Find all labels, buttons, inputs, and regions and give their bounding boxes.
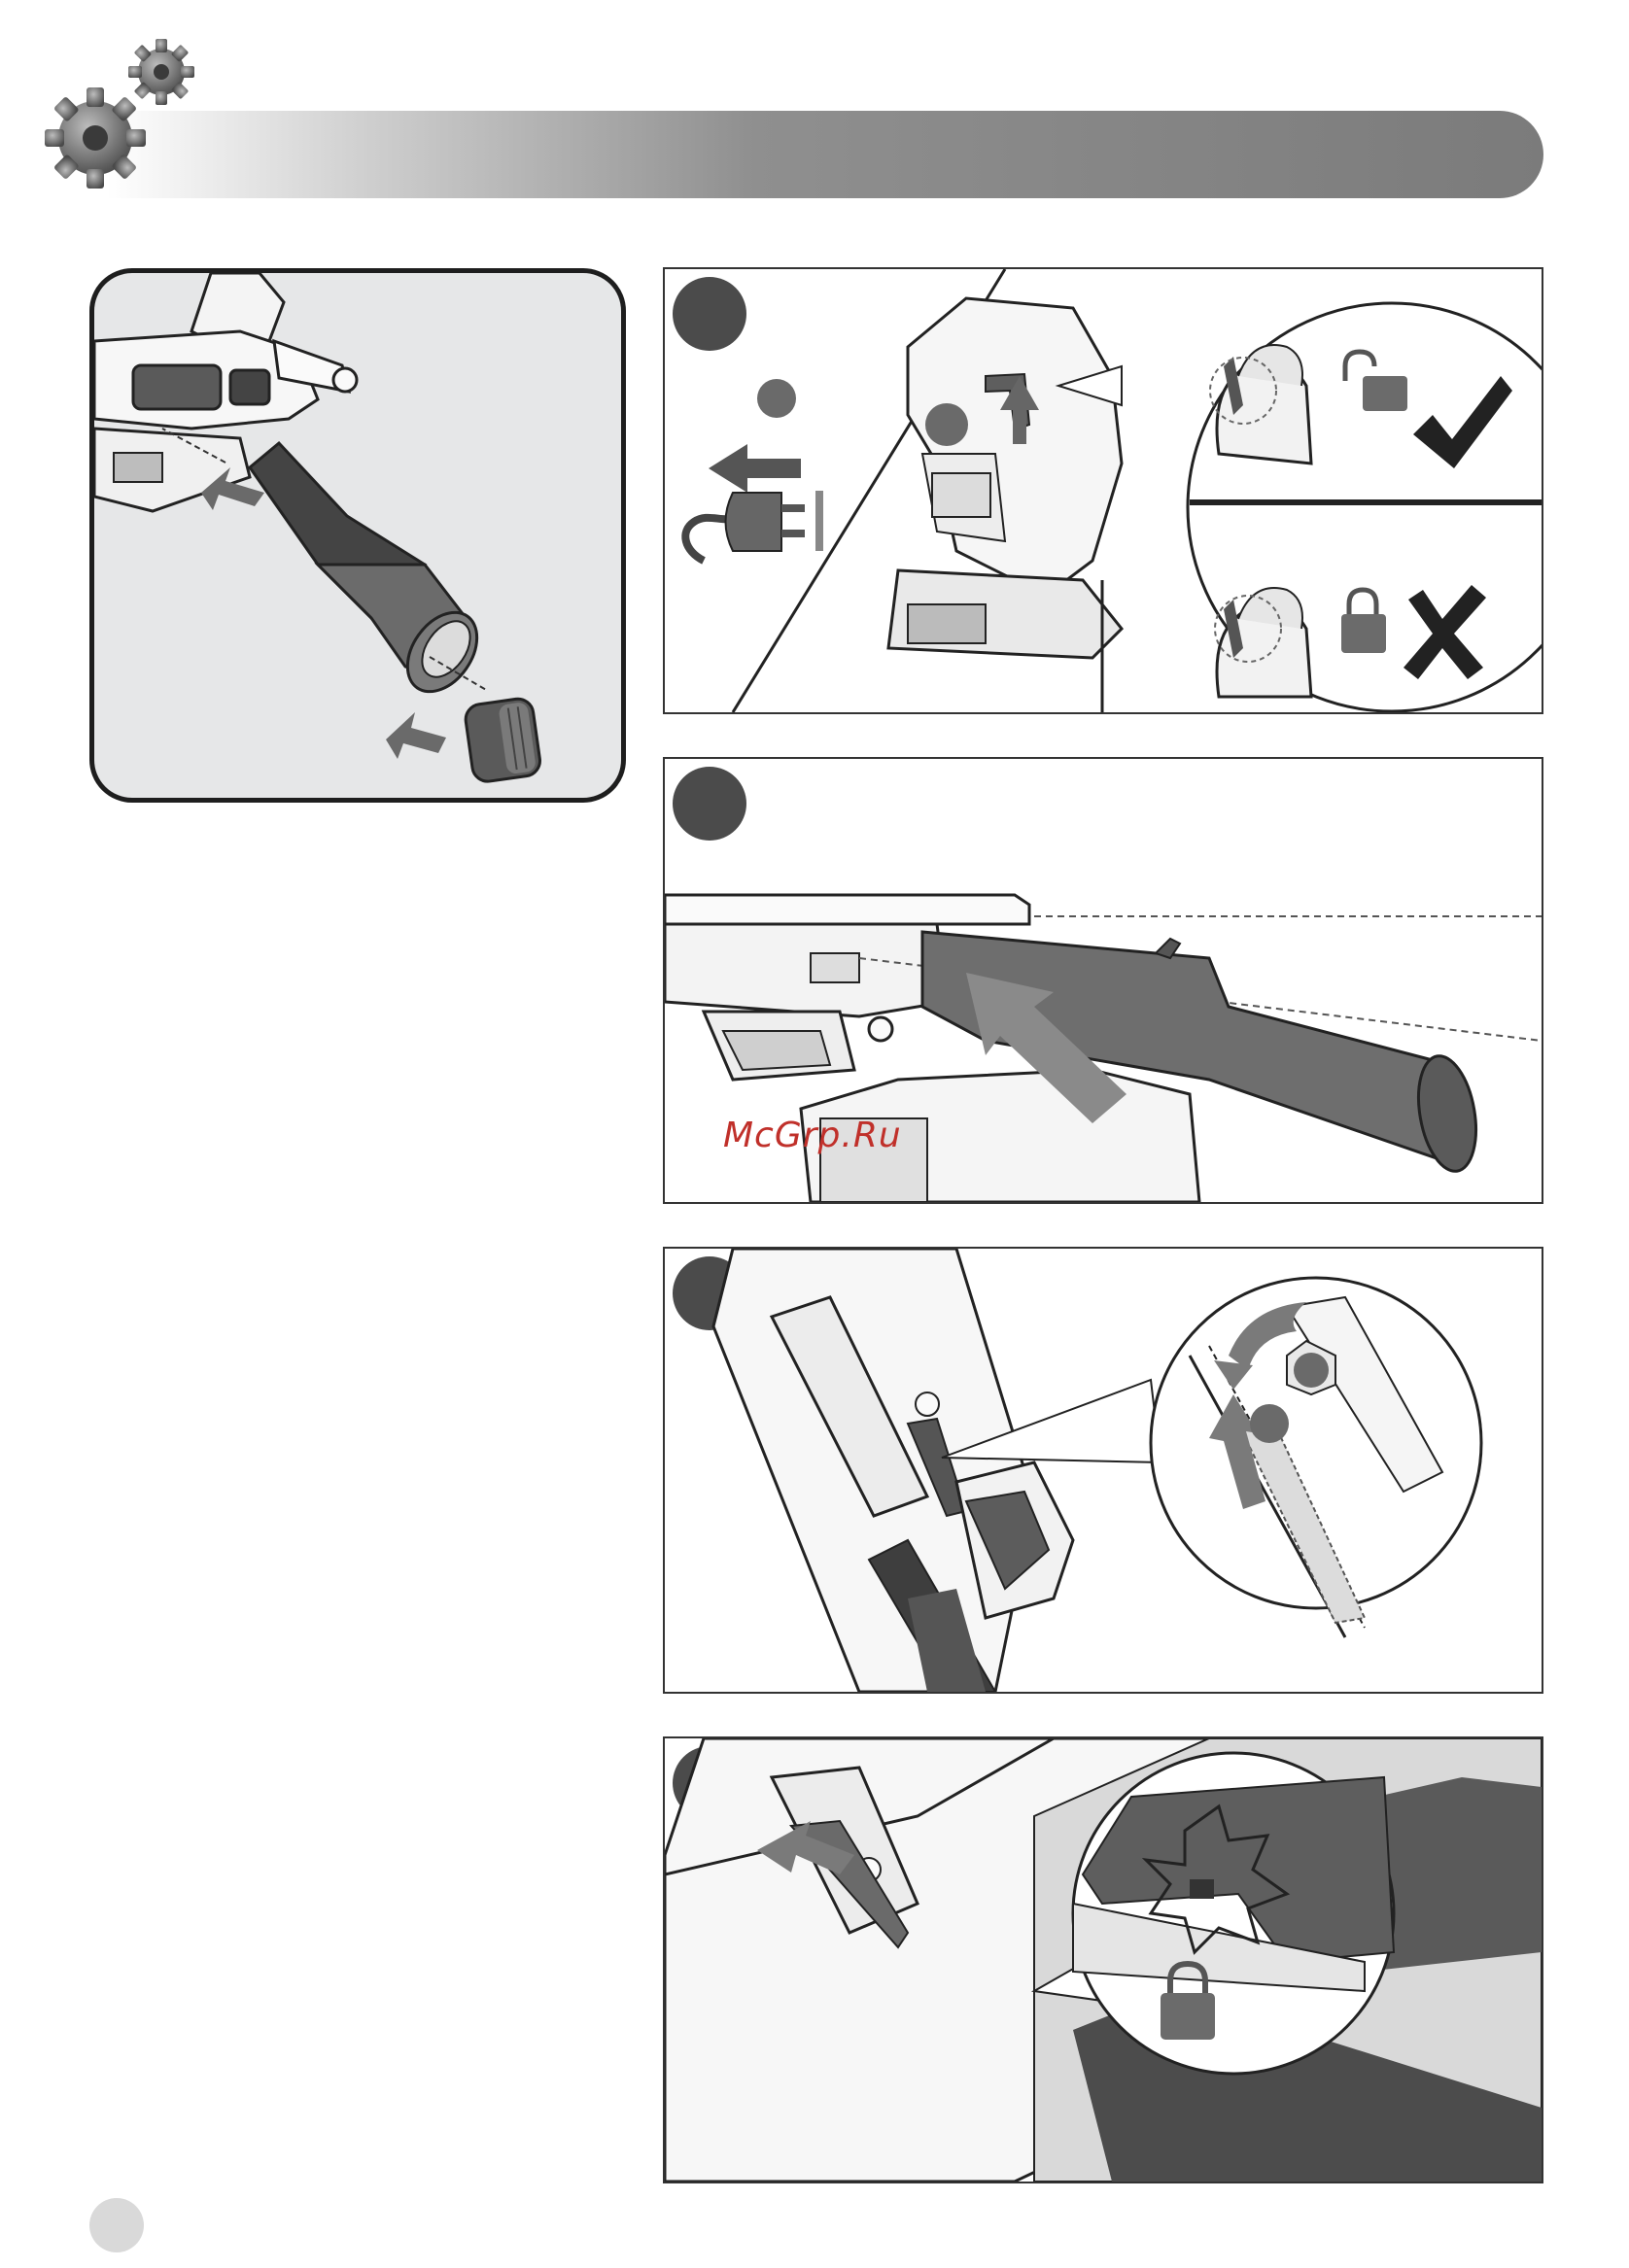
gears-icon bbox=[37, 31, 202, 196]
step-1-panel bbox=[663, 267, 1543, 714]
step-3-illustration bbox=[665, 1249, 1542, 1692]
step-4-illustration bbox=[665, 1738, 1542, 2182]
dust-adapter-illustration bbox=[94, 273, 621, 798]
page-number-tab bbox=[89, 2198, 144, 2252]
header-bar bbox=[107, 111, 1543, 198]
plug-icon bbox=[685, 491, 823, 561]
watermark: McGrp.Ru bbox=[723, 1116, 902, 1155]
step-1-illustration bbox=[665, 269, 1542, 712]
step-3-panel bbox=[663, 1247, 1543, 1694]
dust-adapter-inset bbox=[89, 268, 626, 803]
step-2-panel: McGrp.Ru bbox=[663, 757, 1543, 1204]
step-4-panel bbox=[663, 1736, 1543, 2183]
